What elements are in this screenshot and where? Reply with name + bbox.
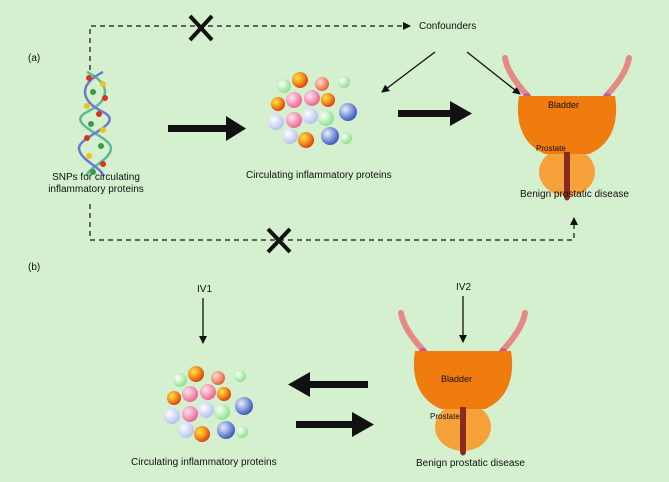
thick-arrow-proteins-to-disease (398, 101, 472, 126)
iv2-label: IV2 (456, 282, 472, 293)
thick-arrow-snp-to-proteins (168, 116, 246, 141)
cross-icon (266, 227, 292, 254)
protein-cluster-b-icon (164, 366, 253, 442)
dashed-path-snp-to-confounders (89, 22, 411, 70)
protein-cluster-a-icon (268, 72, 357, 148)
prostate-b-label: Prostate (430, 412, 460, 421)
snps-label: SNPs for circulating inflammatory protei… (36, 172, 156, 196)
thick-arrow-disease-to-proteins (288, 372, 368, 397)
cross-icon (188, 14, 214, 42)
snps-label-line2: inflammatory proteins (48, 184, 144, 195)
bladder-prostate-a-icon (505, 58, 629, 201)
panel-a-label: (a) (28, 53, 41, 64)
arrow-confounders-to-proteins (381, 51, 436, 93)
confounders-label: Confounders (419, 21, 477, 32)
proteins-a-label: Circulating inflammatory proteins (246, 170, 392, 181)
dna-helix-icon (77, 70, 113, 177)
proteins-b-label: Circulating inflammatory proteins (131, 457, 277, 468)
thick-arrow-proteins-to-disease-b (296, 412, 374, 437)
snps-label-line1: SNPs for circulating (52, 172, 140, 183)
arrow-confounders-to-disease (466, 51, 521, 95)
bladder-b-label: Bladder (441, 374, 473, 384)
disease-a-label: Benign prostatic disease (520, 189, 629, 200)
iv1-label: IV1 (197, 284, 213, 295)
bladder-a-label: Bladder (548, 100, 580, 110)
disease-b-label: Benign prostatic disease (416, 458, 525, 469)
prostate-a-label: Prostate (536, 144, 566, 153)
dashed-path-snp-to-disease (89, 204, 578, 241)
panel-b-label: (b) (28, 262, 41, 273)
